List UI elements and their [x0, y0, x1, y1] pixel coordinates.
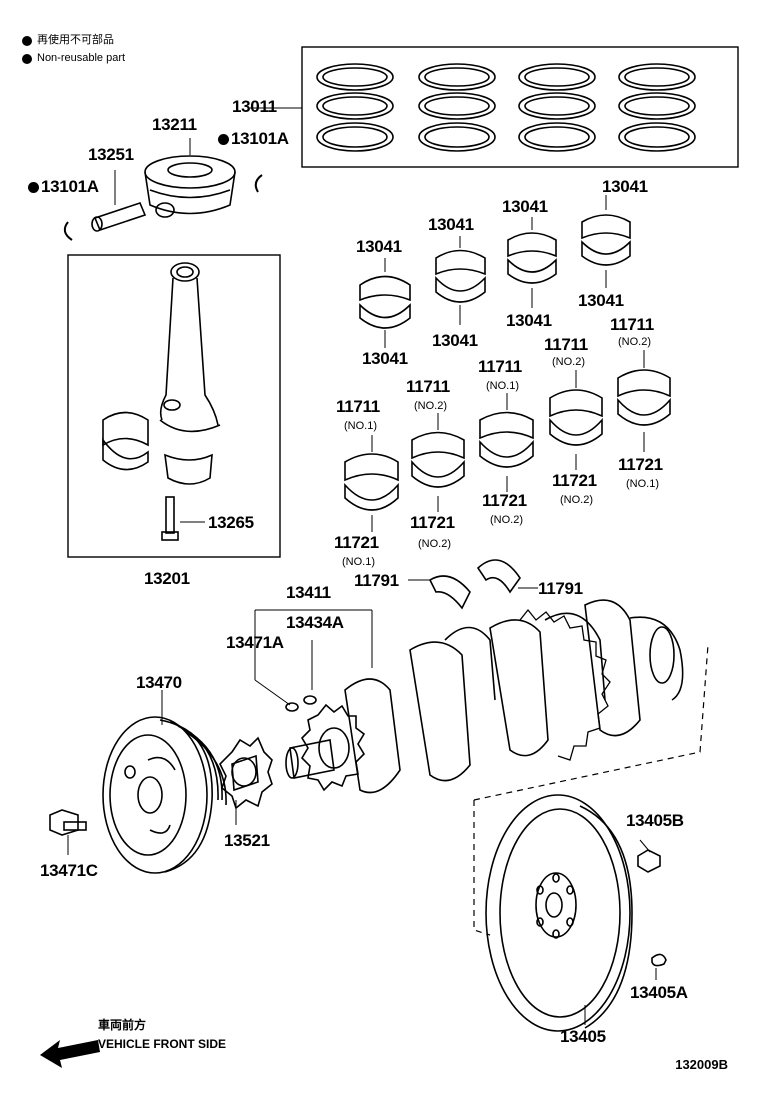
label-11721-b[interactable]: 11721 [410, 513, 455, 532]
leader-lines [67, 107, 657, 1025]
grade-11711-a: (NO.1) [344, 420, 377, 432]
label-13101A-right[interactable]: 13101A [218, 130, 289, 148]
label-13041-g-bottom[interactable]: 13041 [506, 311, 552, 330]
label-13470[interactable]: 13470 [136, 673, 182, 692]
label-13521[interactable]: 13521 [224, 831, 270, 850]
grade-11721-a: (NO.1) [342, 556, 375, 568]
snap-ring-right[interactable] [254, 174, 263, 193]
label-13434A[interactable]: 13434A [286, 613, 344, 632]
crankshaft[interactable] [285, 599, 684, 794]
thrust-washer-right[interactable] [476, 559, 521, 594]
label-13211[interactable]: 13211 [152, 115, 197, 134]
legend-jp: 再使用不可部品 [22, 34, 114, 47]
grade-11711-b: (NO.2) [414, 400, 447, 412]
piston-pin[interactable] [91, 202, 147, 232]
flywheel-bolt[interactable] [637, 849, 661, 873]
rod-bearing-lower[interactable] [102, 437, 149, 471]
label-11791-right[interactable]: 11791 [538, 579, 583, 598]
label-13041-a-top[interactable]: 13041 [356, 237, 402, 256]
label-11711-d[interactable]: 11711 [544, 335, 588, 354]
label-13411[interactable]: 13411 [286, 583, 331, 602]
label-13101A-left[interactable]: 13101A [28, 178, 99, 196]
non-reusable-dot-icon [28, 182, 39, 194]
connecting-rod[interactable] [159, 262, 221, 485]
grade-11721-b: (NO.2) [418, 538, 451, 550]
rod-bearing-upper[interactable] [102, 411, 149, 447]
crank-keys[interactable] [285, 695, 317, 712]
label-13405[interactable]: 13405 [560, 1027, 606, 1046]
main-bearing-pairs[interactable] [344, 369, 671, 511]
label-13041-c-top[interactable]: 13041 [502, 197, 548, 216]
label-13405B[interactable]: 13405B [626, 811, 684, 830]
flywheel-pin[interactable] [651, 953, 667, 967]
label-13041-f-bottom[interactable]: 13041 [432, 331, 478, 350]
grade-11721-e: (NO.1) [626, 478, 659, 490]
front-label-jp: 車両前方 [98, 1018, 147, 1032]
non-reusable-dot-icon [218, 134, 229, 146]
label-13041-h-bottom[interactable]: 13041 [578, 291, 624, 310]
crank-pulley[interactable] [102, 716, 227, 874]
label-11721-d[interactable]: 11721 [552, 471, 597, 490]
label-13265[interactable]: 13265 [208, 513, 254, 532]
grade-11711-d: (NO.2) [552, 356, 585, 368]
rod-bolt[interactable] [161, 496, 179, 541]
grade-11721-d: (NO.2) [560, 494, 593, 506]
crank-sprocket[interactable] [300, 703, 366, 792]
snap-ring-left[interactable] [63, 221, 73, 241]
thrust-washer-left[interactable] [428, 575, 471, 610]
label-13471C[interactable]: 13471C [40, 861, 98, 880]
piston[interactable] [144, 155, 236, 218]
label-13471A[interactable]: 13471A [226, 633, 284, 652]
label-13041-b-top[interactable]: 13041 [428, 215, 474, 234]
label-11711-b[interactable]: 11711 [406, 377, 450, 396]
connecting-rod-box [67, 254, 281, 558]
label-11721-c[interactable]: 11721 [482, 491, 527, 510]
label-13405A[interactable]: 13405A [630, 983, 688, 1002]
label-13251[interactable]: 13251 [88, 145, 134, 164]
non-reusable-dot-icon [22, 35, 32, 46]
label-11711-e[interactable]: 11711 [610, 315, 654, 334]
timing-sprocket[interactable] [219, 736, 273, 810]
grade-11721-c: (NO.2) [490, 514, 523, 526]
diagram-code: 132009B [675, 1057, 728, 1072]
label-11721-a[interactable]: 11721 [334, 533, 379, 552]
label-11711-c[interactable]: 11711 [478, 357, 522, 376]
legend-en: Non-reusable part [22, 52, 125, 65]
grade-11711-c: (NO.1) [486, 380, 519, 392]
label-11711-a[interactable]: 11711 [336, 397, 380, 416]
non-reusable-dot-icon [22, 53, 32, 64]
label-13041-e-bottom[interactable]: 13041 [362, 349, 408, 368]
front-label-en: VEHICLE FRONT SIDE [98, 1037, 227, 1051]
label-11721-e[interactable]: 11721 [618, 455, 663, 474]
crank-bearing-pairs[interactable] [359, 214, 631, 329]
flywheel[interactable] [473, 644, 709, 1032]
label-13201[interactable]: 13201 [144, 569, 190, 588]
label-13041-d-top[interactable]: 13041 [602, 177, 648, 196]
piston-ring-set[interactable] [301, 46, 739, 168]
label-13011[interactable]: 13011 [232, 97, 277, 116]
pulley-bolt[interactable] [49, 809, 87, 836]
front-arrow-icon [40, 1040, 100, 1068]
label-11791-left[interactable]: 11791 [354, 571, 399, 590]
grade-11711-e: (NO.2) [618, 336, 651, 348]
